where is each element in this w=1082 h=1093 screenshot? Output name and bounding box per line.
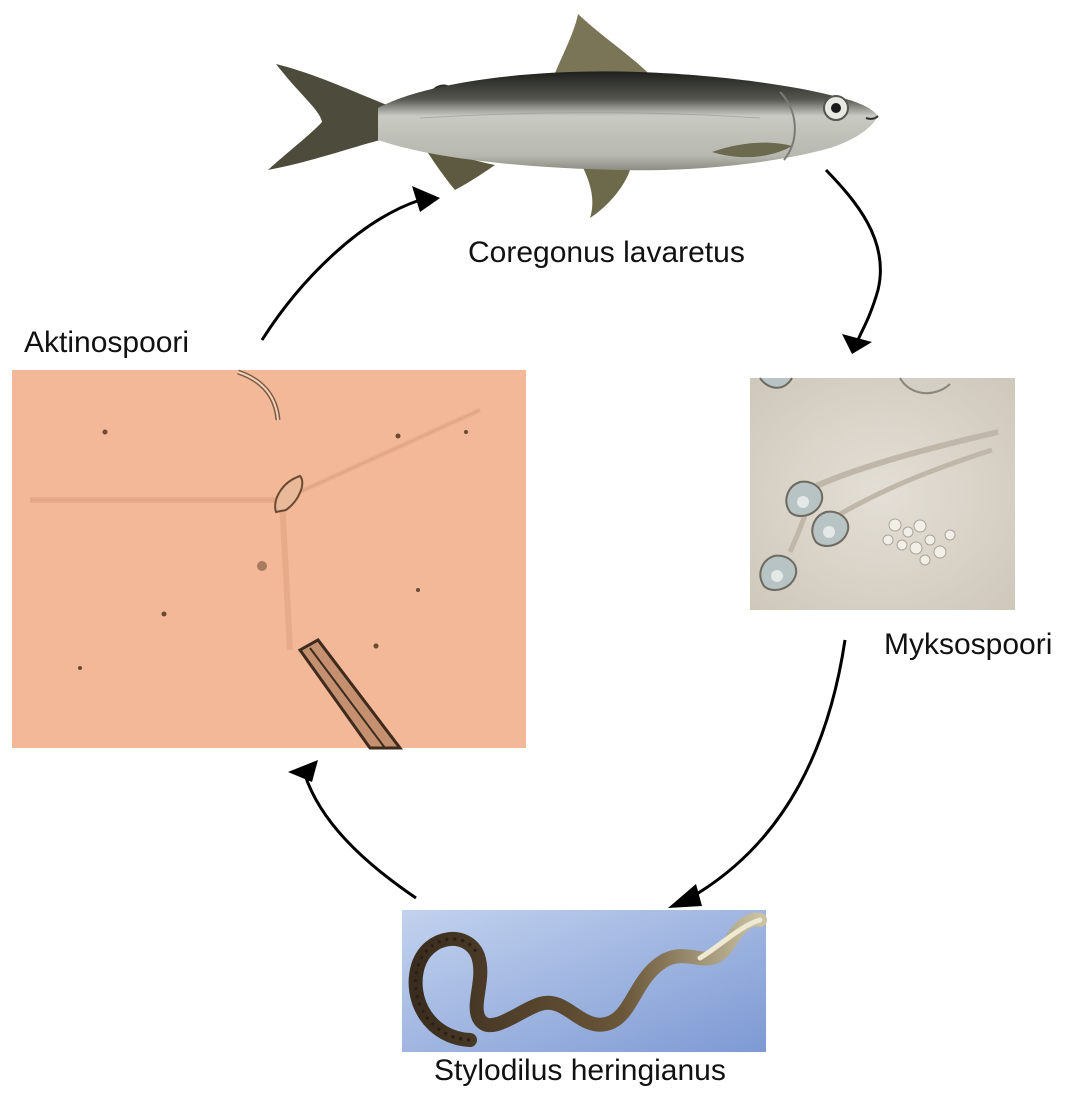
myxospore-image	[750, 378, 1015, 610]
fish-image	[268, 14, 878, 218]
label-myksospoori: Myksospoori	[884, 628, 1052, 662]
myxospore-cell	[760, 556, 796, 590]
fish-dorsal-fin	[555, 14, 648, 73]
arrow-actinospore-to-fish	[262, 186, 440, 340]
worm-image	[402, 910, 766, 1052]
label-stylodilus-heringianus: Stylodilus heringianus	[434, 1054, 726, 1088]
myxospore-cell	[812, 512, 848, 546]
label-coregonus-lavaretus: Coregonus lavaretus	[468, 236, 745, 270]
arrow-worm-to-actinospore	[288, 760, 416, 898]
actinospore-image	[12, 370, 526, 748]
arrow-fish-to-myxospore	[826, 170, 880, 354]
label-aktinospoori: Aktinospoori	[24, 326, 189, 360]
fish-tail	[268, 64, 395, 170]
myxospore-cell	[786, 482, 822, 516]
arrow-myxospore-to-worm	[668, 640, 845, 908]
fish-body	[378, 71, 878, 170]
fish-pelvic-fin	[580, 162, 630, 218]
